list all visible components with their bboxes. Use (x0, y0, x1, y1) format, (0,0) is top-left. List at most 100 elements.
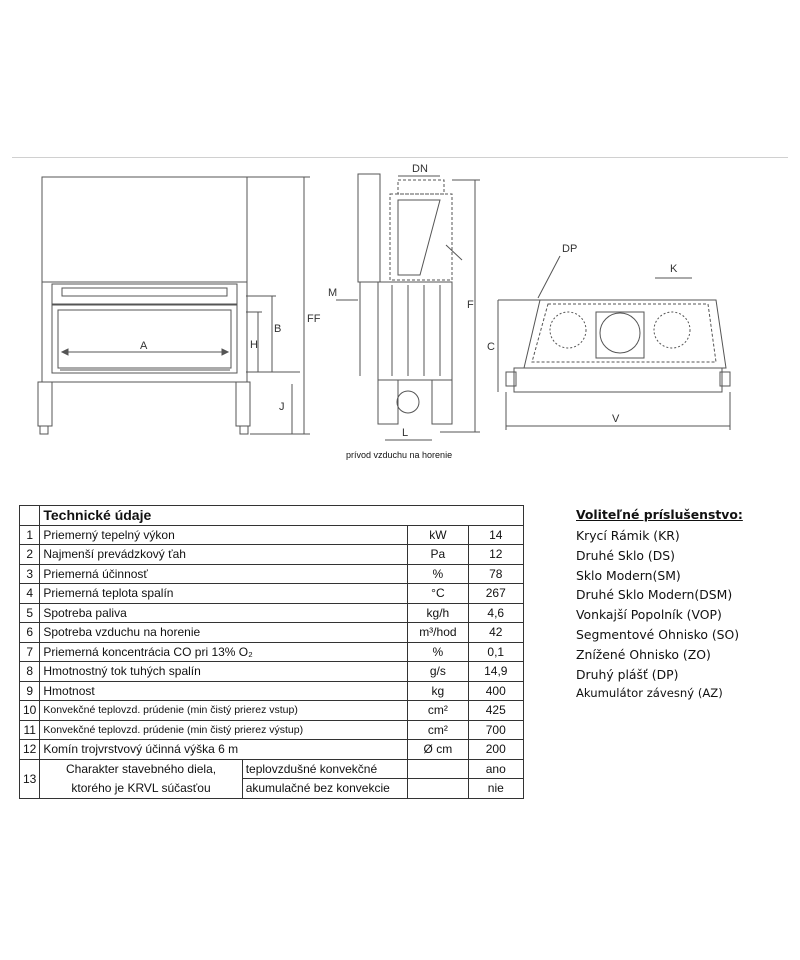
accessory-item: Druhý plášť (DP) (576, 666, 679, 682)
row-unit: g/s (407, 661, 469, 682)
row-label: Komín trojvrstvový účinná výška 6 m (39, 739, 409, 760)
accessory-item: Znížené Ohnisko (ZO) (576, 646, 711, 662)
side-view: DN M F L (328, 163, 480, 441)
accessories-title: Voliteľné príslušenstvo: (576, 507, 743, 522)
accessory-item: Vonkajší Popolník (VOP) (576, 607, 722, 623)
row13-unit2 (407, 778, 469, 799)
row-unit: cm² (407, 719, 469, 740)
row-label: Najmenší prevádzkový ťah (39, 544, 409, 565)
header-divider (12, 157, 788, 158)
row-unit: cm² (407, 700, 469, 721)
row-number: 1 (18, 524, 41, 545)
label-dp: DP (562, 243, 577, 255)
row13-val1: ano (467, 758, 525, 779)
label-k: K (670, 263, 678, 275)
row-value: 14,9 (467, 661, 525, 682)
row-unit: % (407, 563, 469, 584)
row13-val2: nie (467, 778, 525, 799)
row-value: 4,6 (467, 602, 525, 623)
row13-unit1 (407, 758, 469, 779)
row-unit: % (407, 641, 469, 662)
row-value: 12 (467, 544, 525, 565)
label-v: V (612, 413, 620, 425)
technical-drawing: A H B J FF DN M F (37, 163, 731, 441)
row-label: Hmotnostný tok tuhých spalín (39, 661, 409, 682)
table-title: Technické údaje (39, 505, 524, 526)
row-value: 267 (467, 583, 525, 604)
row-unit: Pa (407, 544, 469, 565)
label-f: F (467, 299, 474, 311)
front-view: A H B J FF (37, 176, 321, 435)
row-value: 78 (467, 563, 525, 584)
row-label: Priemerný tepelný výkon (39, 524, 409, 545)
label-a: A (140, 340, 148, 352)
row-label: Spotreba paliva (39, 602, 409, 623)
table-header-row: Technické údaje (18, 505, 524, 526)
accessory-item: Segmentové Ohnisko (SO) (576, 626, 740, 642)
row-unit: kg/h (407, 602, 469, 623)
row-value: 700 (467, 719, 525, 740)
label-dn: DN (412, 163, 428, 175)
label-j: J (279, 401, 285, 413)
row-unit: kg (407, 680, 469, 701)
row13-label-line2: ktorého je KRVL súčasťou (71, 780, 211, 795)
accessory-item: Druhé Sklo (DS) (576, 547, 675, 563)
row-number: 10 (18, 700, 41, 721)
row-unit: m³/hod (407, 622, 469, 643)
row-number: 8 (18, 661, 41, 682)
table-row-13b: akumulačné bez konvekcie nie (20, 778, 525, 799)
row-number: 7 (18, 641, 41, 662)
air-intake-caption: prívod vzduchu na horenie (346, 450, 453, 460)
row-label: Priemerná účinnosť (39, 563, 409, 584)
row-number: 6 (18, 622, 41, 643)
row-number: 9 (18, 680, 41, 701)
row-value: 0,1 (467, 641, 525, 662)
row-value: 42 (467, 622, 525, 643)
row-number: 12 (18, 739, 41, 760)
row-number: 13 (18, 758, 41, 799)
accessory-item: Druhé Sklo Modern(DSM) (576, 587, 733, 603)
row-unit: Ø cm (407, 739, 469, 760)
top-view: DP K C V (487, 243, 731, 430)
table-row-13: 13 Charakter stavebného diela, ktorého j… (18, 758, 525, 799)
label-h: H (250, 339, 258, 351)
label-l: L (402, 427, 408, 439)
accessories-list: Krycí Rámik (KR)Druhé Sklo (DS)Sklo Mode… (576, 526, 743, 704)
accessory-item: Akumulátor závesný (AZ) (576, 686, 723, 701)
optional-accessories: Voliteľné príslušenstvo: Krycí Rámik (KR… (576, 507, 743, 704)
row-label: Hmotnost (39, 680, 409, 701)
row-number: 4 (18, 583, 41, 604)
row13-sub2: akumulačné bez konvekcie (241, 778, 409, 799)
label-ff: FF (307, 313, 321, 325)
row-number: 2 (18, 544, 41, 565)
row-label: Konvekčné teplovzd. prúdenie (min čistý … (39, 719, 409, 740)
row13-label-line1: Charakter stavebného diela, (65, 761, 217, 776)
row-number: 11 (18, 719, 41, 740)
label-b: B (274, 323, 281, 335)
row-value: 425 (467, 700, 525, 721)
row13-sub1: teplovzdušné konvekčné (241, 758, 409, 779)
row-unit: °C (407, 583, 469, 604)
label-c: C (487, 341, 495, 353)
row-number: 5 (18, 602, 41, 623)
accessory-item: Sklo Modern(SM) (576, 567, 681, 583)
row-value: 400 (467, 680, 525, 701)
row-value: 200 (467, 739, 525, 760)
label-m: M (328, 287, 337, 299)
header-number-cell (18, 505, 41, 526)
row-label: Konvekčné teplovzd. prúdenie (min čistý … (39, 700, 409, 721)
row13-label: Charakter stavebného diela, ktorého je K… (39, 758, 243, 799)
row-value: 14 (467, 524, 525, 545)
